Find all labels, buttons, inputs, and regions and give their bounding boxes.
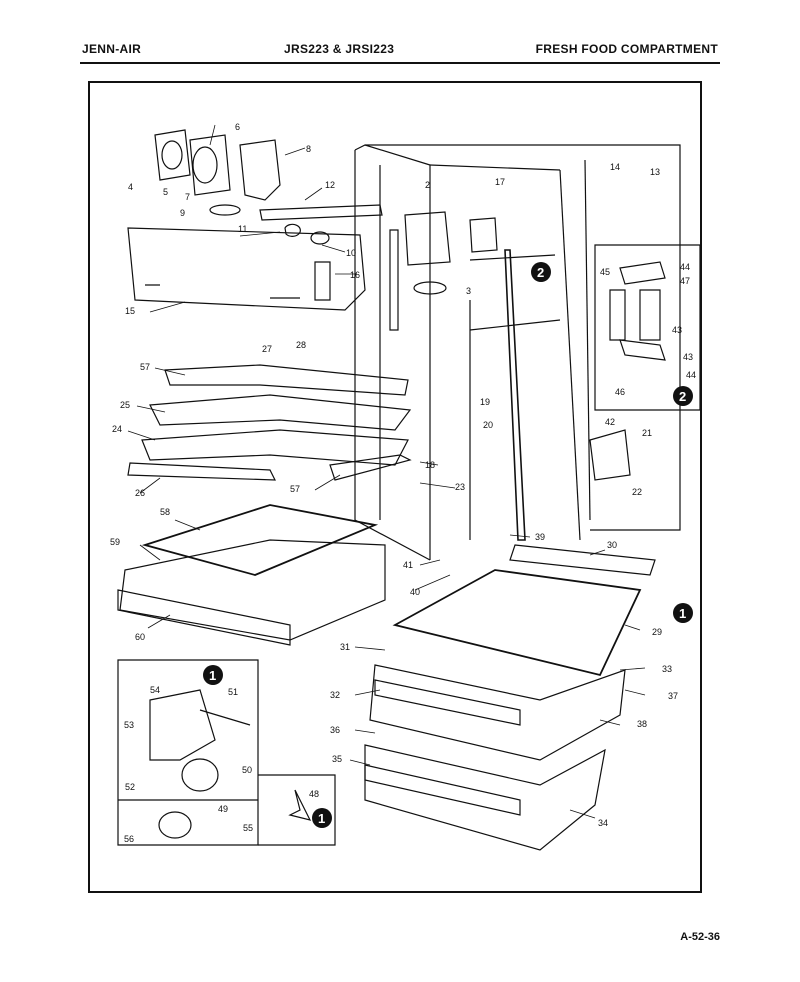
- ref-marker-2-liner: 2: [531, 262, 551, 282]
- callout-30: 30: [607, 540, 617, 550]
- callout-7: 7: [185, 192, 190, 202]
- callout-29: 29: [652, 627, 662, 637]
- callout-25: 25: [120, 400, 130, 410]
- callout-11: 11: [238, 224, 247, 234]
- callout-26: 26: [135, 488, 145, 498]
- callout-20: 20: [483, 420, 493, 430]
- callout-50: 50: [242, 765, 252, 775]
- callout-60: 60: [135, 632, 145, 642]
- callout-13: 13: [650, 167, 660, 177]
- callout-44a: 44: [680, 262, 690, 272]
- callout-22: 22: [632, 487, 642, 497]
- callout-43b: 43: [683, 352, 693, 362]
- callout-57b: 57: [290, 484, 300, 494]
- callout-12: 12: [325, 180, 335, 190]
- callout-19: 19: [480, 397, 490, 407]
- clip-detail-inset: [594, 244, 701, 411]
- callout-33: 33: [662, 664, 672, 674]
- callout-6: 6: [235, 122, 240, 132]
- callout-57a: 57: [140, 362, 150, 372]
- brand-name: JENN-AIR: [82, 42, 142, 56]
- callout-40: 40: [410, 587, 420, 597]
- shelf-ladder: [389, 229, 526, 541]
- callout-47: 47: [680, 276, 690, 286]
- callout-10: 10: [346, 248, 356, 258]
- callout-37: 37: [668, 691, 678, 701]
- bracket-21: [589, 429, 631, 481]
- callout-58: 58: [160, 507, 170, 517]
- ref-marker-1-inset: 1: [203, 665, 223, 685]
- callout-56: 56: [124, 834, 134, 844]
- callout-39: 39: [535, 532, 545, 542]
- ref-marker-1-foot: 1: [312, 808, 332, 828]
- upper-shelf: [127, 364, 412, 481]
- control-box: [404, 211, 498, 295]
- callout-49: 49: [218, 804, 228, 814]
- callout-21: 21: [642, 428, 652, 438]
- callout-42: 42: [605, 417, 615, 427]
- roller-detail-inset: [117, 659, 336, 846]
- callout-41: 41: [403, 560, 413, 570]
- callout-45: 45: [600, 267, 610, 277]
- callout-17: 17: [495, 177, 505, 187]
- svg-text:2: 2: [679, 389, 686, 404]
- callout-28: 28: [296, 340, 306, 350]
- crisper-drawer-upper-right: [369, 664, 626, 761]
- callout-labels: 4 5 6 7 8 9 10 11 12 13 14 15 16 17 18 1…: [110, 122, 696, 844]
- callout-55: 55: [243, 823, 253, 833]
- callout-48: 48: [309, 789, 319, 799]
- crisper-drawer-lower-right: [364, 744, 606, 851]
- callout-32: 32: [330, 690, 340, 700]
- cabinet-liner: [354, 144, 681, 561]
- callout-14: 14: [610, 162, 620, 172]
- callout-15: 15: [125, 306, 135, 316]
- callout-8: 8: [306, 144, 311, 154]
- callout-59: 59: [110, 537, 120, 547]
- callout-23: 23: [455, 482, 465, 492]
- ref-marker-1-drawer: 1: [673, 603, 693, 623]
- callout-52: 52: [125, 782, 135, 792]
- callout-31: 31: [340, 642, 350, 652]
- callout-2: 2: [425, 180, 430, 190]
- svg-text:1: 1: [679, 606, 686, 621]
- leader-lines: [127, 124, 646, 819]
- callout-5: 5: [163, 187, 168, 197]
- callout-27: 27: [262, 344, 272, 354]
- header-rule: [80, 62, 720, 64]
- light-assembly: [154, 129, 383, 245]
- callout-16: 16: [350, 270, 360, 280]
- diagram-drawing: [117, 124, 701, 851]
- callout-51: 51: [228, 687, 238, 697]
- crisper-cover-right: [392, 544, 656, 677]
- callout-38: 38: [637, 719, 647, 729]
- svg-text:1: 1: [209, 668, 216, 683]
- callout-35: 35: [332, 754, 342, 764]
- reference-markers: 1 2 2 1 1 1: [203, 262, 693, 828]
- diagram-frame: [88, 81, 702, 893]
- callout-34: 34: [598, 818, 608, 828]
- callout-43a: 43: [672, 325, 682, 335]
- model-numbers: JRS223 & JRSI223: [284, 42, 395, 56]
- ref-marker-2-inset: 2: [673, 386, 693, 406]
- callout-18: 18: [425, 460, 435, 470]
- callout-53: 53: [124, 720, 134, 730]
- section-title: FRESH FOOD COMPARTMENT: [535, 42, 718, 56]
- callout-4: 4: [128, 182, 133, 192]
- svg-text:1: 1: [318, 811, 325, 826]
- callout-9: 9: [180, 208, 185, 218]
- callout-3: 3: [466, 286, 471, 296]
- diagram-code: A-52-36: [680, 931, 720, 943]
- crisper-drawer-left: [117, 504, 386, 646]
- callout-54: 54: [150, 685, 160, 695]
- callout-44b: 44: [686, 370, 696, 380]
- callout-24: 24: [112, 424, 122, 434]
- svg-text:2: 2: [537, 265, 544, 280]
- callout-36: 36: [330, 725, 340, 735]
- control-panel: [127, 227, 366, 311]
- callout-46: 46: [615, 387, 625, 397]
